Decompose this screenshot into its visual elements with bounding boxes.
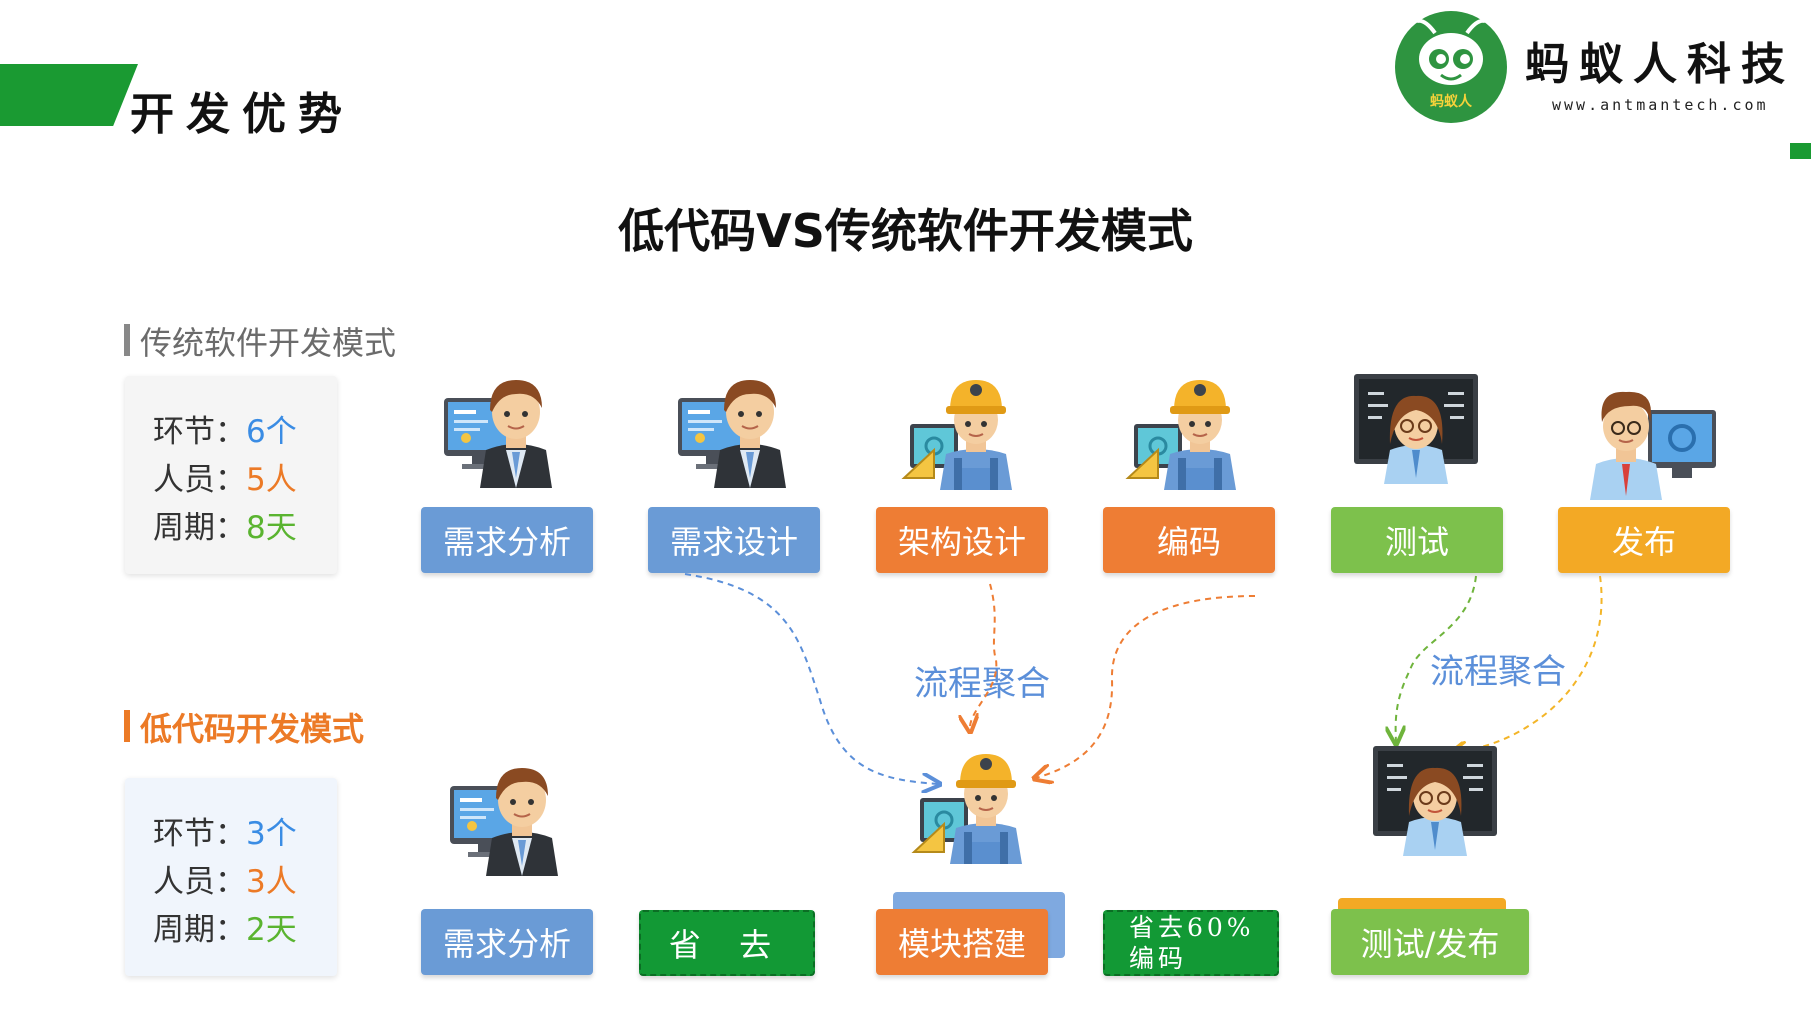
section-title: 开发优势 — [130, 89, 354, 140]
lowcode-stats-box: 环节：3个 人员：3人 周期：2天 — [125, 778, 337, 976]
stat-row-cycle: 周期：2天 — [153, 912, 297, 948]
flow-arrow-architecture-to-build — [970, 583, 998, 730]
stat-row-stages: 环节：6个 — [153, 414, 297, 450]
tester-icon — [1372, 745, 1498, 857]
stat-row-stages: 环节：3个 — [153, 816, 297, 852]
flow-arrow-test-to-merged — [1396, 575, 1477, 742]
analyst-icon — [443, 379, 553, 489]
company-url: www.antmantech.com — [1552, 96, 1769, 114]
ant-logo-icon: 蚂蚁人 — [1395, 11, 1507, 123]
engineer-icon — [1126, 378, 1238, 492]
stat-value: 3人 — [246, 864, 297, 900]
stat-row-people: 人员：5人 — [153, 462, 297, 498]
traditional-stats-box: 环节：6个 人员：5人 周期：8天 — [125, 376, 337, 574]
stage-architecture-design: 架构设计 — [876, 507, 1048, 573]
stat-value: 8天 — [246, 510, 297, 546]
lowcode-stage-test-release: 测试/发布 — [1331, 909, 1529, 975]
lowcode-stage-skipped: 省 去 — [639, 910, 815, 976]
engineer-icon — [902, 378, 1014, 492]
lowcode-stage-coding-saved: 省去60% 编码 — [1103, 910, 1279, 976]
flow-arrow-design-to-build — [684, 573, 938, 784]
corner-accent — [1790, 143, 1811, 159]
stat-value: 3个 — [246, 816, 297, 852]
stage-testing: 测试 — [1331, 507, 1503, 573]
stat-value: 6个 — [246, 414, 297, 450]
designer-icon — [677, 379, 787, 489]
traditional-mode-label: 传统软件开发模式 — [124, 318, 396, 364]
stat-value: 5人 — [246, 462, 297, 498]
logo-badge-text: 蚂蚁人 — [1430, 94, 1472, 110]
flow-arrow-coding-to-build — [1036, 595, 1256, 778]
lowcode-stage-module-build: 模块搭建 — [876, 909, 1048, 975]
tester-icon — [1353, 373, 1479, 485]
header-accent-bar — [0, 64, 138, 126]
stage-release: 发布 — [1558, 507, 1730, 573]
stat-value: 2天 — [246, 912, 297, 948]
stage-requirement-analysis: 需求分析 — [421, 507, 593, 573]
stat-row-people: 人员：3人 — [153, 864, 297, 900]
engineer-icon — [912, 752, 1024, 866]
company-name: 蚂蚁人科技 — [1525, 39, 1795, 90]
lowcode-stage-requirement-analysis: 需求分析 — [421, 909, 593, 975]
merge-label-right: 流程聚合 — [1430, 652, 1566, 692]
stage-coding: 编码 — [1103, 507, 1275, 573]
developer-icon — [1588, 389, 1718, 502]
stage-requirement-design: 需求设计 — [648, 507, 820, 573]
analyst-icon — [449, 767, 559, 877]
merge-label-left: 流程聚合 — [914, 664, 1050, 704]
lowcode-mode-label: 低代码开发模式 — [124, 704, 364, 750]
main-title: 低代码VS传统软件开发模式 — [618, 204, 1193, 258]
stat-row-cycle: 周期：8天 — [153, 510, 297, 546]
